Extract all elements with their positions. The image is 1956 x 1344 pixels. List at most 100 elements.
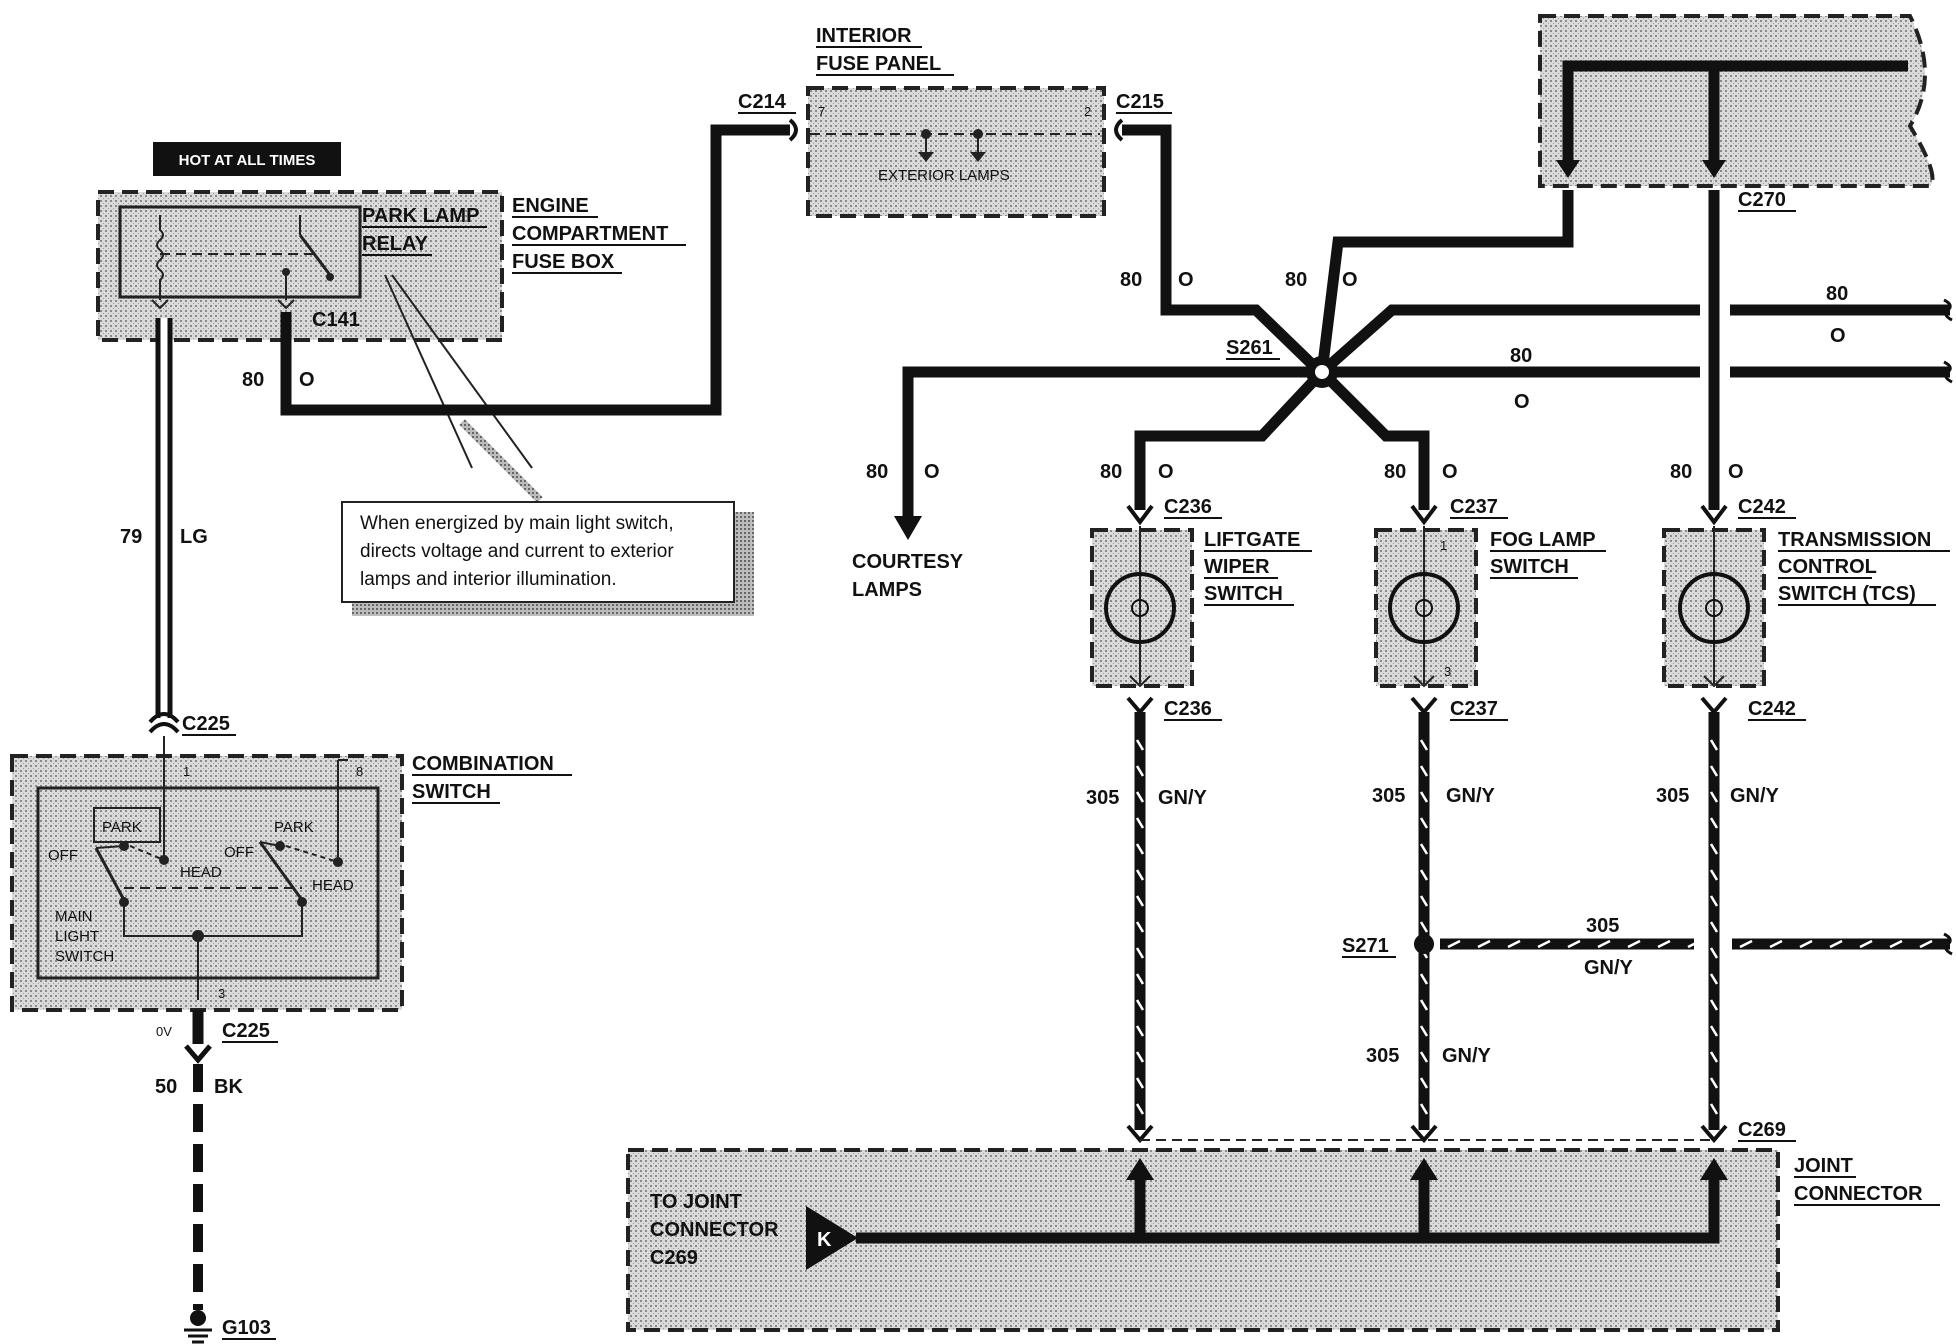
ecfb-label-2: COMPARTMENT — [512, 223, 668, 245]
twist-mark — [1709, 895, 1719, 907]
twist-mark — [1709, 1025, 1719, 1037]
wire-305-label-b: 305 — [1372, 785, 1405, 807]
fog-lamp-switch: 1 3 — [1374, 526, 1478, 688]
twist-mark — [1859, 939, 1873, 949]
twist-mark — [1135, 895, 1145, 907]
wire-80-label-e: 80 — [1510, 345, 1532, 367]
wire-305-label-d: 305 — [1366, 1045, 1399, 1067]
c141-label: C141 — [312, 309, 360, 331]
twist-mark — [1709, 791, 1719, 803]
wire-305-label-a: 305 — [1086, 787, 1119, 809]
liftgate-label-1: LIFTGATE — [1204, 529, 1300, 551]
twist-mark — [1709, 1077, 1719, 1089]
c225-top-label: C225 — [182, 713, 230, 735]
s271-splice — [1414, 934, 1434, 954]
main-light-switch-1: MAIN — [55, 908, 93, 925]
engine-compartment-fuse-box — [96, 190, 504, 342]
wire-o-label-i: O — [1728, 461, 1744, 483]
ground-g103-icon — [184, 1310, 212, 1344]
twist-mark — [1135, 791, 1145, 803]
joint-connector: K TO JOINT CONNECTOR C269 — [626, 1139, 1780, 1332]
interior-fuse-panel-label-2: FUSE PANEL — [816, 53, 941, 75]
twist-mark — [1419, 1025, 1429, 1037]
twist-mark — [1709, 1103, 1719, 1115]
twist-mark — [1419, 973, 1429, 985]
twist-mark — [1709, 843, 1719, 855]
fog-pin-1: 1 — [1440, 538, 1447, 553]
twist-mark — [1419, 869, 1429, 881]
wire-305-gny-bundle — [1134, 712, 1950, 1130]
twist-mark — [1657, 939, 1671, 949]
twist-mark — [1709, 817, 1719, 829]
wire-50-label: 50 — [155, 1076, 177, 1098]
twist-mark — [1537, 939, 1551, 949]
twist-mark — [1419, 921, 1429, 933]
liftgate-wiper-switch — [1090, 526, 1194, 688]
twist-mark — [1419, 1103, 1429, 1115]
wire-80-label-c: 80 — [1285, 269, 1307, 291]
fog-lamp-label-2: SWITCH — [1490, 556, 1569, 578]
ecfb-label-3: FUSE BOX — [512, 251, 615, 273]
c236-bottom-label: C236 — [1164, 698, 1212, 720]
s271-label: S271 — [1342, 935, 1389, 957]
main-light-switch-3: SWITCH — [55, 948, 114, 965]
to-joint-connector-2: CONNECTOR — [650, 1219, 779, 1241]
twist-mark — [1709, 869, 1719, 881]
wire-gny-label-c: GN/Y — [1730, 785, 1780, 807]
liftgate-label-3: SWITCH — [1204, 583, 1283, 605]
hot-at-all-times-badge: HOT AT ALL TIMES — [153, 142, 341, 176]
twist-mark — [1135, 921, 1145, 933]
wire-o-label-f: O — [924, 461, 940, 483]
combo-head-label-1: HEAD — [180, 864, 222, 881]
main-light-switch-2: LIGHT — [55, 928, 99, 945]
c242-top-label: C242 — [1738, 496, 1786, 518]
park-lamp-relay-label-2: RELAY — [362, 233, 429, 255]
ifp-pin-2: 2 — [1084, 104, 1091, 119]
to-joint-connector-1: TO JOINT — [650, 1191, 742, 1213]
wire-80-label-a: 80 — [242, 369, 264, 391]
twist-mark — [1135, 1103, 1145, 1115]
twist-mark — [1135, 1025, 1145, 1037]
exterior-lamps-label: EXTERIOR LAMPS — [878, 167, 1010, 184]
combo-pin-3: 3 — [218, 986, 225, 1001]
twist-mark — [1135, 843, 1145, 855]
k-reference-arrow-icon — [806, 1206, 858, 1270]
wire-80-label-i: 80 — [1670, 461, 1692, 483]
interior-fuse-panel: EXTERIOR LAMPS 7 2 — [806, 86, 1106, 218]
k-letter: K — [817, 1229, 832, 1251]
joint-connector-label-2: CONNECTOR — [1794, 1183, 1923, 1205]
twist-mark — [1419, 895, 1429, 907]
tcs-label-3: SWITCH (TCS) — [1778, 583, 1916, 605]
note-line-1: When energized by main light switch, — [360, 513, 674, 534]
courtesy-lamps-label-1: COURTESY — [852, 551, 964, 573]
twist-mark — [1597, 939, 1611, 949]
wire-80-label-d: 80 — [1826, 283, 1848, 305]
tcs-label-1: TRANSMISSION — [1778, 529, 1931, 551]
twist-mark — [1627, 939, 1641, 949]
combo-pin-8: 8 — [356, 764, 363, 779]
c269-label: C269 — [1738, 1119, 1786, 1141]
twist-mark — [1135, 869, 1145, 881]
wire-gny-label-s271: GN/Y — [1584, 957, 1634, 979]
wire-gny-label-d: GN/Y — [1442, 1045, 1492, 1067]
park-lamp-relay-label: PARK LAMP — [362, 205, 479, 227]
c215-label: C215 — [1116, 91, 1164, 113]
c270-module — [1538, 14, 1935, 188]
joint-connector-label-1: JOINT — [1794, 1155, 1853, 1177]
twist-mark — [1419, 765, 1429, 777]
twist-mark — [1709, 947, 1719, 959]
twist-mark — [1135, 1077, 1145, 1089]
combo-head-label-2: HEAD — [312, 877, 354, 894]
tcs-label-2: CONTROL — [1778, 556, 1877, 578]
wire-80-label-g: 80 — [1100, 461, 1122, 483]
c242-bottom-label: C242 — [1748, 698, 1796, 720]
wire-o-label-a: O — [299, 369, 315, 391]
twist-mark — [1419, 1077, 1429, 1089]
twist-mark — [1419, 843, 1429, 855]
twist-mark — [1447, 939, 1461, 949]
twist-mark — [1709, 921, 1719, 933]
wire-305-label-s271: 305 — [1586, 915, 1619, 937]
to-joint-connector-3: C269 — [650, 1247, 698, 1269]
wire-80-label-b: 80 — [1120, 269, 1142, 291]
